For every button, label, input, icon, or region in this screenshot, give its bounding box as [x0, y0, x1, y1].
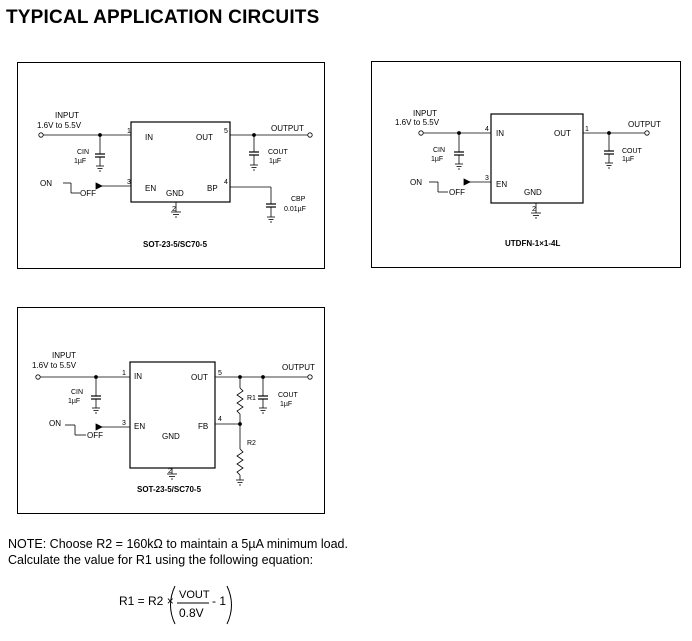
pin-in-label: IN	[134, 372, 142, 381]
pin-en-label: EN	[145, 184, 156, 193]
ic-body	[490, 113, 584, 204]
input-label: INPUT	[55, 111, 79, 120]
input-range: 1.6V to 5.5V	[32, 361, 77, 370]
cin-value: 1µF	[431, 156, 443, 163]
cout-value: 1µF	[269, 158, 281, 165]
output-terminal	[644, 130, 650, 136]
enable-arrow	[463, 178, 471, 186]
input-label: INPUT	[52, 351, 76, 360]
pin-number-3: 3	[122, 420, 126, 427]
pin-number-1: 1	[585, 126, 589, 133]
pin-out-label: OUT	[554, 129, 571, 138]
note-line-2: Calculate the value for R1 using the fol…	[8, 553, 314, 567]
package-label: SOT-23-5/SC70-5	[143, 240, 208, 249]
pin-gnd-label: GND	[524, 188, 542, 197]
on-label: ON	[40, 179, 52, 188]
r2-label: R2	[247, 440, 256, 447]
page-title: TYPICAL APPLICATION CIRCUITS	[6, 7, 320, 28]
pin-in-label: IN	[496, 129, 504, 138]
equation-denominator: 0.8V	[179, 606, 204, 620]
cin-value: 1µF	[74, 158, 86, 165]
pin-number-4: 4	[218, 416, 222, 423]
off-label: OFF	[87, 431, 103, 440]
output-terminal	[307, 132, 313, 138]
pin-out-label: OUT	[196, 133, 213, 142]
cout-value: 1µF	[622, 156, 634, 163]
note-text: NOTE: Choose R2 = 160kΩ to maintain a 5µ…	[8, 536, 348, 568]
equation-graphic: R1 = R2 × VOUT 0.8V - 1	[119, 585, 232, 625]
on-label: ON	[410, 178, 422, 187]
r2-resistor	[236, 448, 244, 476]
pin-number-4: 4	[224, 179, 228, 186]
package-label: SOT-23-5/SC70-5	[137, 485, 202, 494]
circuit-diagram-3: INPUT 1.6V to 5.5V CIN 1µF ON OFF 1 3 2 …	[32, 351, 315, 494]
r1-resistor	[236, 387, 244, 415]
circuit-diagram-2: INPUT 1.6V to 5.5V CIN 1µF ON OFF 4 3 2 …	[395, 109, 661, 248]
output-terminal	[307, 374, 313, 380]
off-label: OFF	[449, 188, 465, 197]
output-label: OUTPUT	[271, 124, 304, 133]
pin-number-5: 5	[218, 370, 222, 377]
input-terminal	[418, 130, 424, 136]
input-terminal	[35, 374, 41, 380]
r1-label: R1	[247, 395, 256, 402]
pin-en-label: EN	[134, 422, 145, 431]
pin-number-2: 2	[168, 468, 172, 475]
note-line-1: NOTE: Choose R2 = 160kΩ to maintain a 5µ…	[8, 537, 348, 551]
pin-out-label: OUT	[191, 373, 208, 382]
pin-gnd-label: GND	[162, 432, 180, 441]
cbp-label: CBP	[291, 196, 306, 203]
pin-fb-label: FB	[198, 422, 208, 431]
off-label: OFF	[80, 189, 96, 198]
ic-body	[129, 361, 216, 469]
on-label: ON	[49, 419, 61, 428]
pin-number-5: 5	[224, 128, 228, 135]
cout-label: COUT	[278, 392, 299, 399]
enable-arrow	[95, 182, 103, 190]
cin-label: CIN	[71, 389, 83, 396]
pin-number-2: 2	[172, 206, 176, 213]
circuit-panel-utdfn: INPUT 1.6V to 5.5V CIN 1µF ON OFF 4 3 2 …	[371, 61, 681, 268]
cout-value: 1µF	[280, 401, 292, 408]
pin-bp-label: BP	[207, 184, 218, 193]
equation-numerator: VOUT	[179, 589, 210, 601]
cbp-value: 0.01µF	[284, 206, 306, 213]
input-range: 1.6V to 5.5V	[37, 121, 82, 130]
circuit-panel-sot23-fb: INPUT 1.6V to 5.5V CIN 1µF ON OFF 1 3 2 …	[17, 307, 325, 514]
pin-in-label: IN	[145, 133, 153, 142]
cout-label: COUT	[622, 148, 643, 155]
package-label: UTDFN-1×1-4L	[505, 239, 560, 248]
pin-number-3: 3	[127, 179, 131, 186]
equation-tail: - 1	[212, 594, 226, 608]
enable-arrow	[95, 423, 103, 431]
cin-label: CIN	[77, 149, 89, 156]
input-range: 1.6V to 5.5V	[395, 118, 440, 127]
input-label: INPUT	[413, 109, 437, 118]
pin-number-4: 4	[485, 126, 489, 133]
circuit-panel-sot23-bp: INPUT 1.6V to 5.5V CIN 1µF ON OFF 1 3 2 …	[17, 62, 325, 269]
cout-label: COUT	[268, 149, 289, 156]
cin-value: 1µF	[68, 398, 80, 405]
output-label: OUTPUT	[282, 363, 315, 372]
ic-body	[130, 121, 231, 203]
pin-gnd-label: GND	[166, 189, 184, 198]
input-terminal	[38, 132, 44, 138]
circuit-diagram-1: INPUT 1.6V to 5.5V CIN 1µF ON OFF 1 3 2 …	[37, 111, 313, 249]
pin-number-1: 1	[122, 370, 126, 377]
pin-en-label: EN	[496, 180, 507, 189]
equation-lhs: R1 = R2 ×	[119, 594, 174, 608]
pin-number-1: 1	[127, 128, 131, 135]
pin-number-3: 3	[485, 175, 489, 182]
pin-number-2: 2	[532, 206, 536, 213]
output-label: OUTPUT	[628, 120, 661, 129]
r1-equation: R1 = R2 × VOUT 0.8V - 1	[119, 582, 259, 633]
cin-label: CIN	[433, 147, 445, 154]
